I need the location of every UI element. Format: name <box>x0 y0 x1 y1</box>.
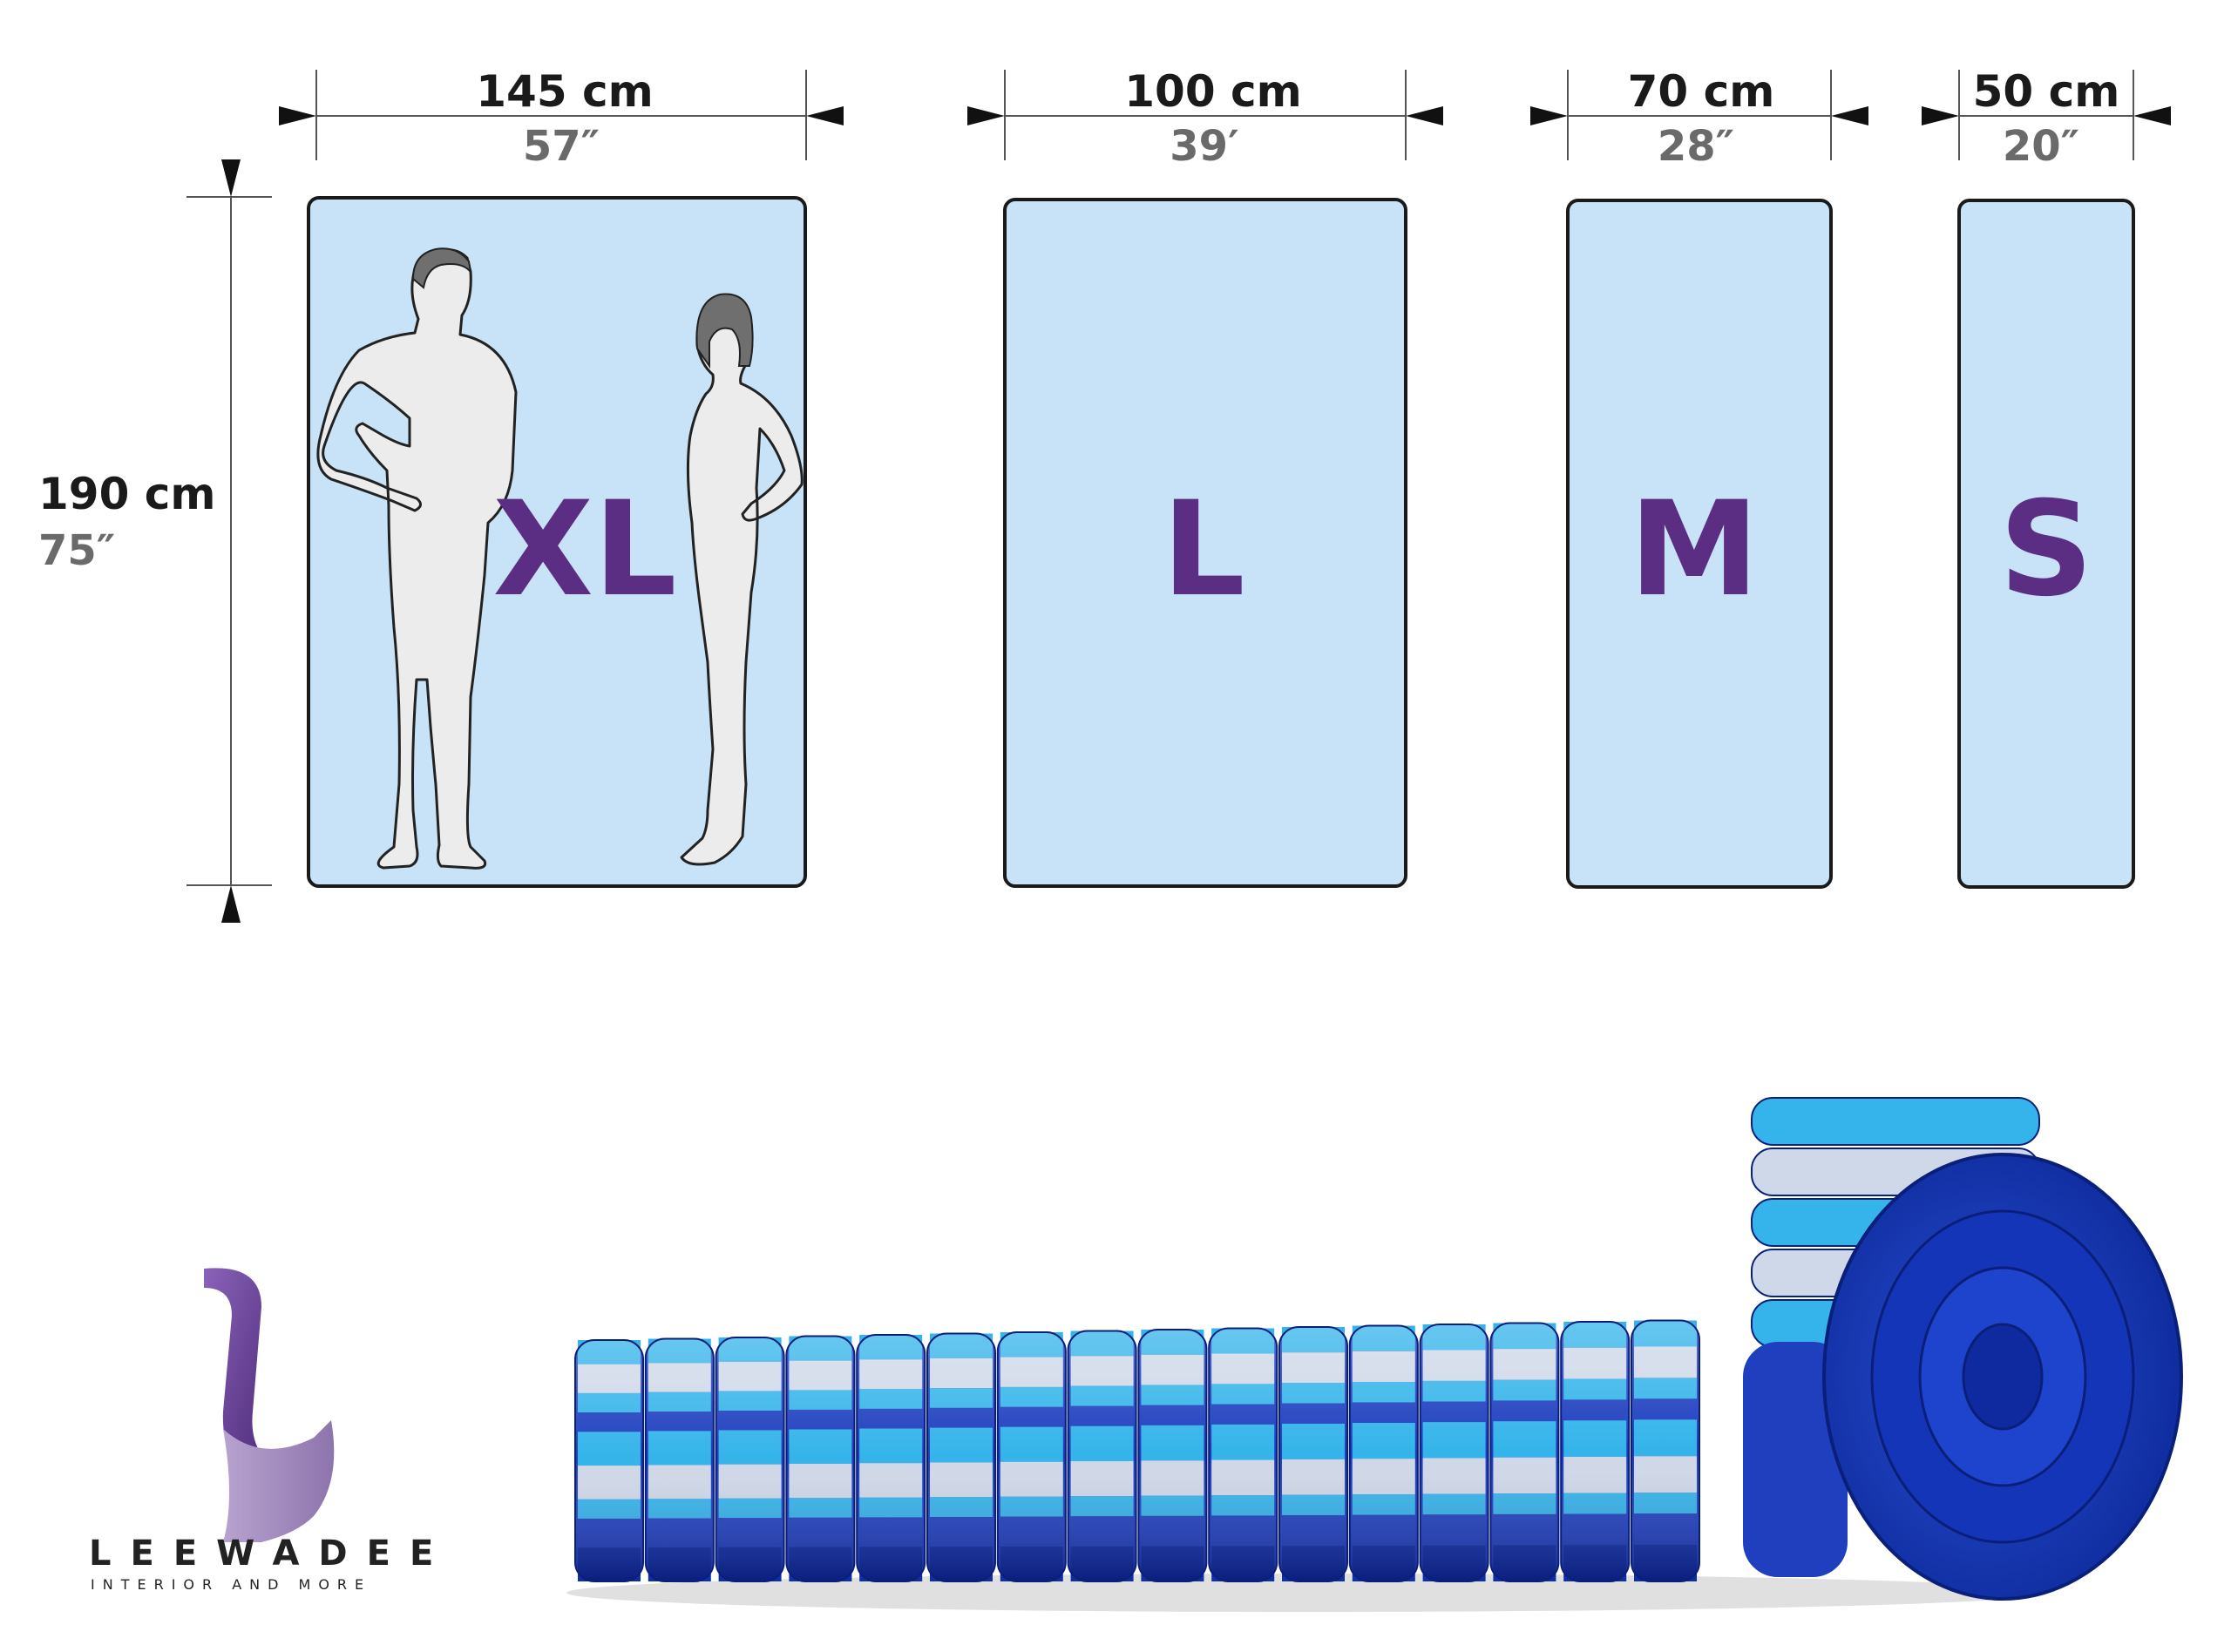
width-cm-xl: 145 cm <box>476 66 654 117</box>
mat-s: S <box>1957 199 2135 889</box>
width-in-m: 28″ <box>1658 122 1734 171</box>
size-label-l: L <box>1162 474 1245 626</box>
cushion-shading <box>926 1332 996 1582</box>
woman-silhouette-icon <box>680 293 804 866</box>
brand-name: LEEWADEE <box>89 1534 452 1574</box>
width-dimension-l: 100 cm 39′ <box>967 66 1443 171</box>
roll-side <box>1743 1342 1848 1577</box>
cushion-shading <box>1489 1322 1560 1582</box>
size-label-xl: XL <box>492 474 676 626</box>
cushion-shading <box>1560 1321 1631 1582</box>
height-dimension: 190 cm 75″ <box>38 159 272 923</box>
width-dimension-s: 50 cm 20″ <box>1922 66 2171 171</box>
brand-tagline: INTERIOR AND MORE <box>91 1576 371 1593</box>
width-cm-s: 50 cm <box>1973 66 2120 117</box>
width-in-s: 20″ <box>2003 122 2079 171</box>
height-cm: 190 cm <box>38 469 216 519</box>
cushion-shading <box>785 1335 856 1582</box>
cushion-shading <box>1348 1324 1419 1582</box>
width-dimension-m: 70 cm 28″ <box>1530 66 1868 171</box>
rolled-mattress-photo <box>566 1097 2183 1612</box>
size-label-s: S <box>1999 474 2093 626</box>
mat-l: L <box>1003 198 1407 888</box>
width-in-xl: 57″ <box>523 122 600 171</box>
cushion-shading <box>1137 1329 1208 1582</box>
cushion-shading <box>644 1337 715 1582</box>
leewadee-logo-icon <box>204 1268 335 1542</box>
cushion-shading <box>1419 1324 1489 1582</box>
cushion-shading <box>856 1334 926 1582</box>
height-in: 75″ <box>38 526 115 575</box>
width-dimension-xl: 145 cm 57″ <box>279 66 844 171</box>
size-label-m: M <box>1629 474 1759 626</box>
mat-m: M <box>1566 199 1833 889</box>
cushion-shading <box>1278 1326 1348 1582</box>
width-cm-m: 70 cm <box>1628 66 1775 117</box>
width-cm-l: 100 cm <box>1124 66 1302 117</box>
cushion-shading <box>715 1337 785 1582</box>
cushion-shading <box>1208 1327 1278 1582</box>
cushion-shading <box>996 1331 1067 1582</box>
cushion-shading <box>574 1339 644 1582</box>
man-silhouette-icon <box>316 247 518 870</box>
width-in-l: 39′ <box>1170 122 1238 171</box>
cushion-shading <box>1631 1319 1700 1582</box>
cushion-shading <box>1067 1330 1137 1582</box>
roll-cushion-row <box>1751 1097 2040 1146</box>
